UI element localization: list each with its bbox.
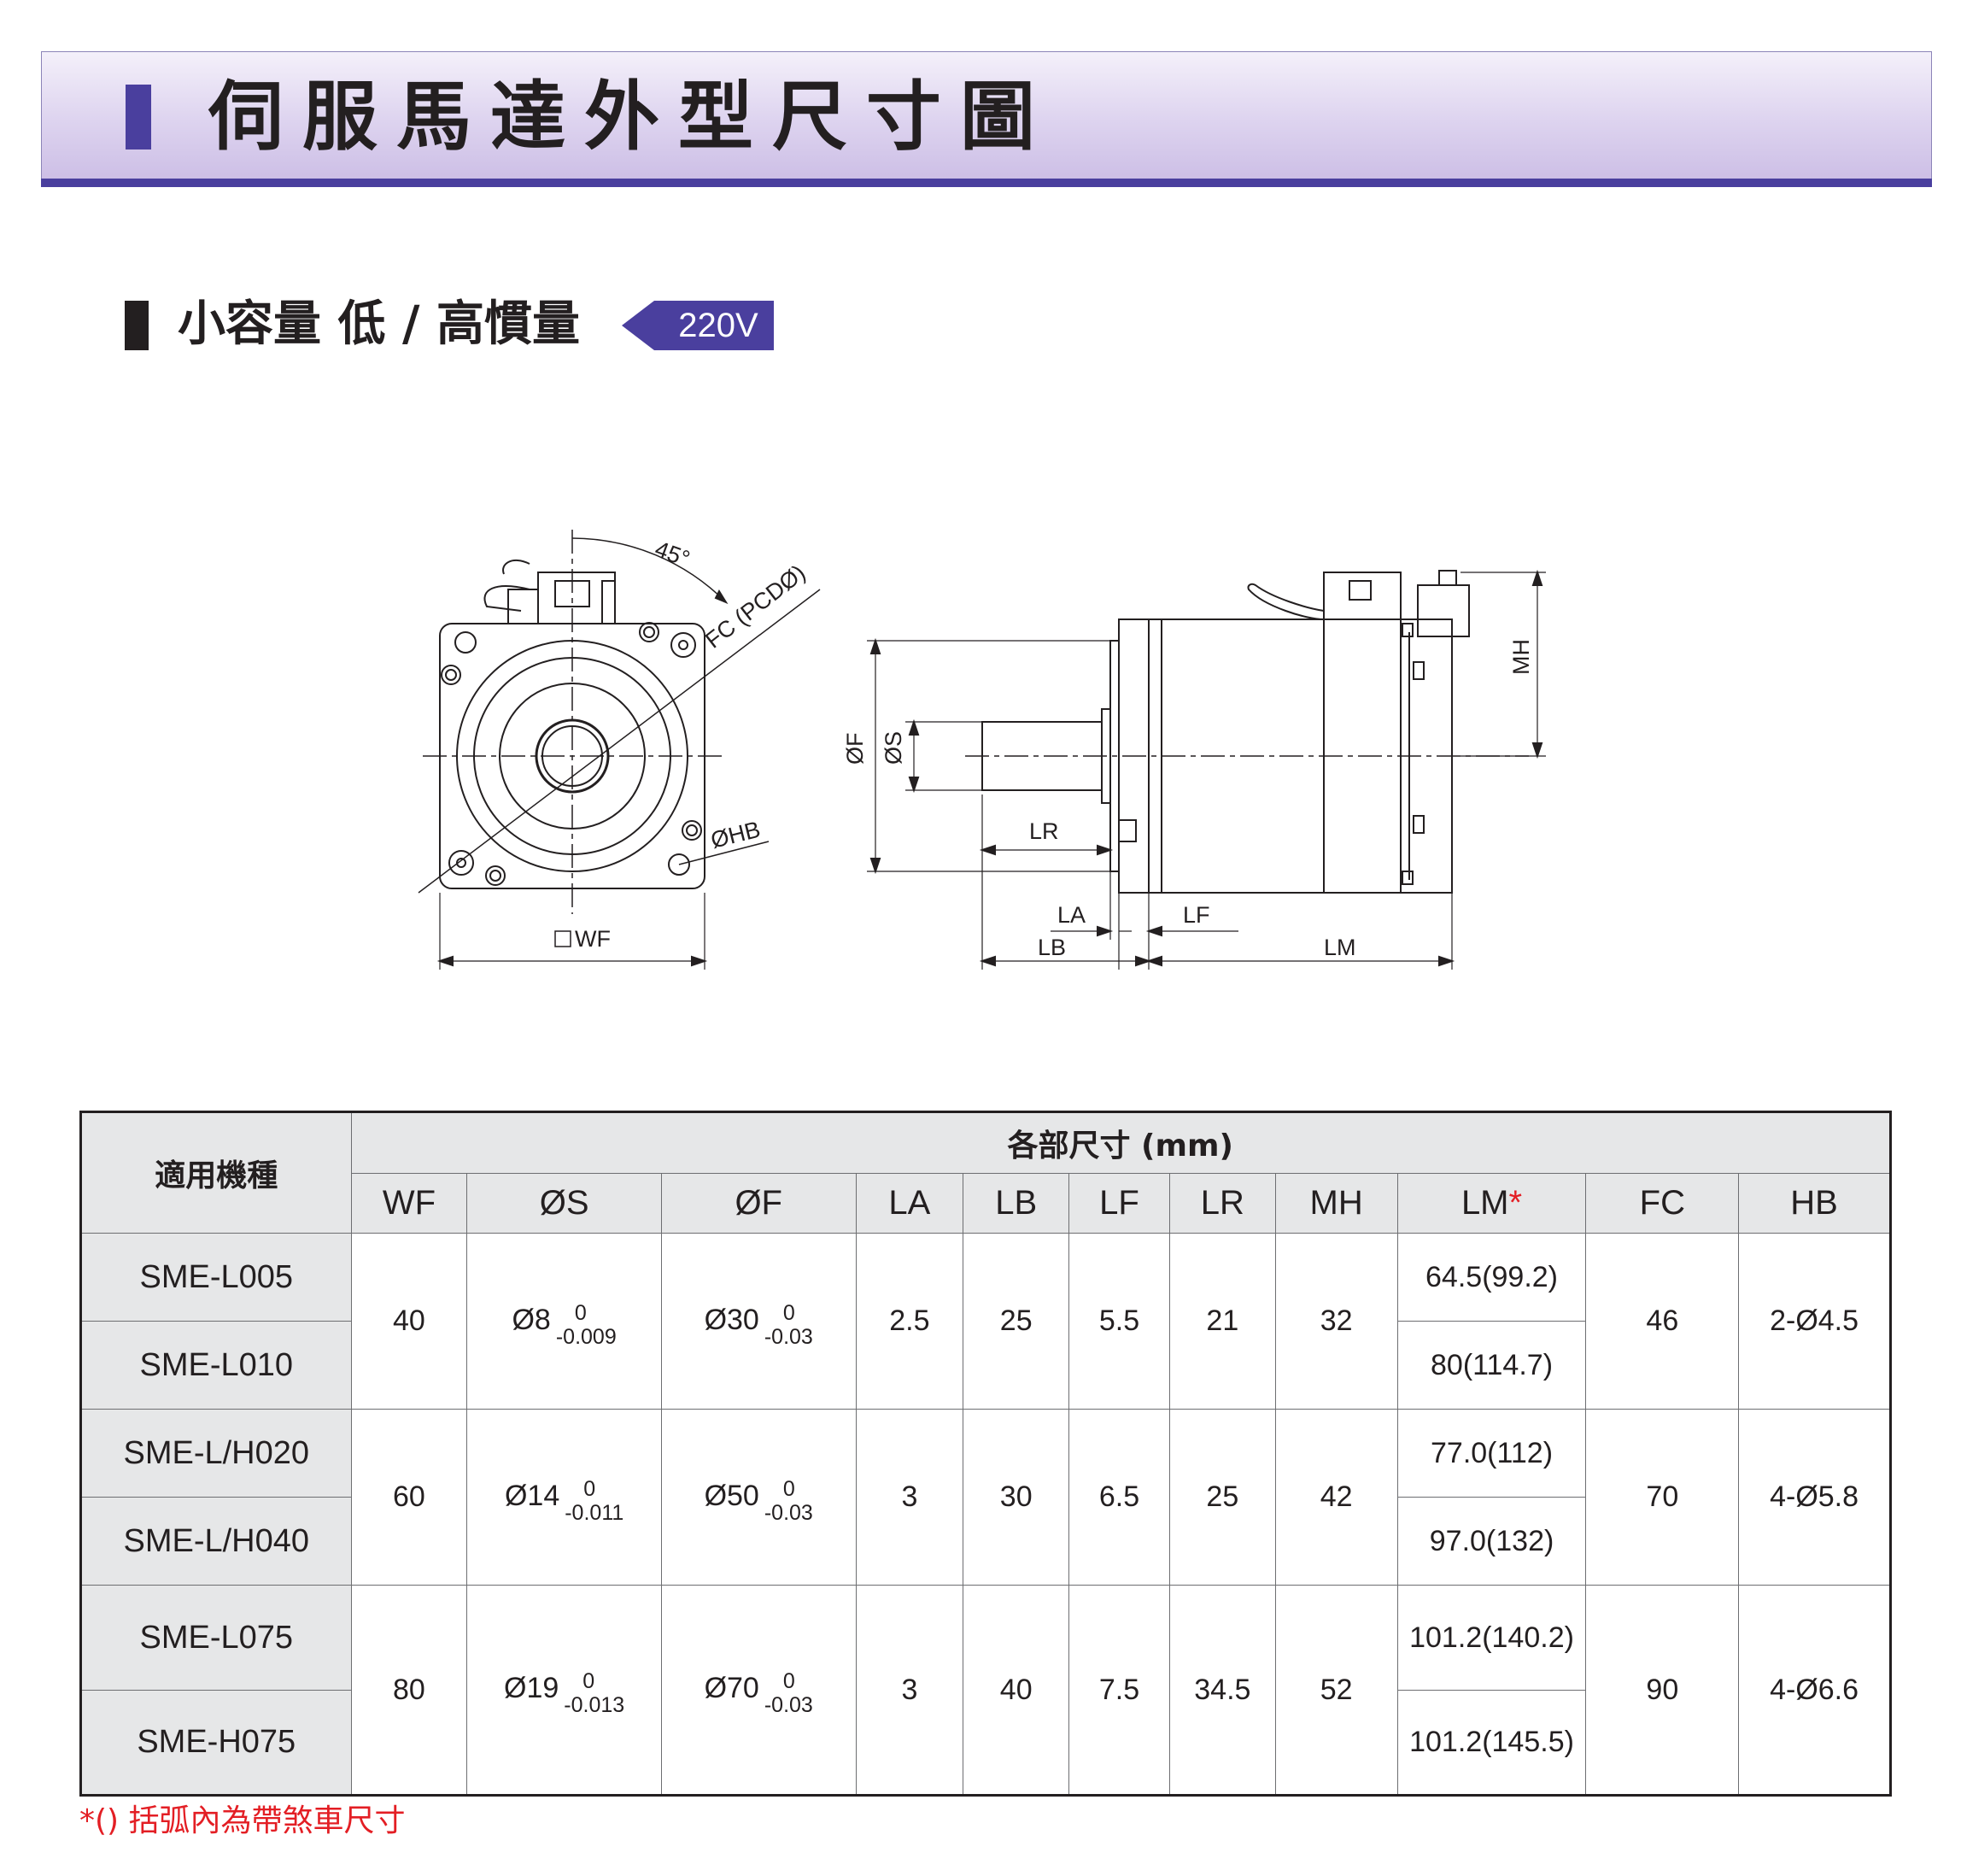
model-name: SME-L010	[80, 1321, 352, 1410]
col-header-f: ØF	[660, 1173, 857, 1234]
wf-value: 40	[350, 1233, 468, 1410]
wf-value: 60	[350, 1409, 468, 1586]
title-bar: 伺服馬達外型尺寸圖	[41, 51, 1932, 187]
side-view	[867, 569, 1546, 970]
fc-value: 70	[1585, 1409, 1740, 1586]
table-row: SME-L/H040 97.0(132)	[80, 1497, 1891, 1586]
col-header-la: LA	[855, 1173, 964, 1234]
table-row: SME-L010 80(114.7)	[80, 1321, 1891, 1410]
hb-value: 4-Ø6.6	[1738, 1585, 1891, 1796]
lm-label: LM	[1324, 935, 1356, 960]
section-marker	[125, 301, 149, 350]
lm-value: 77.0(112)	[1396, 1409, 1587, 1498]
lf-label: LF	[1183, 902, 1210, 928]
lm-value: 101.2(145.5)	[1396, 1690, 1587, 1796]
fc-value: 46	[1585, 1233, 1740, 1410]
f-label: ØF	[842, 733, 868, 765]
col-header-wf: WF	[350, 1173, 468, 1234]
voltage-label: 220V	[678, 307, 758, 344]
lf-value: 6.5	[1068, 1409, 1170, 1586]
model-name: SME-H075	[80, 1690, 352, 1796]
s-label: ØS	[881, 731, 906, 765]
lm-value: 97.0(132)	[1396, 1497, 1587, 1586]
hb-value: 4-Ø5.8	[1738, 1409, 1891, 1586]
la-value: 3	[855, 1585, 964, 1796]
mh-label: MH	[1508, 639, 1534, 675]
col-header-lf: LF	[1068, 1173, 1170, 1234]
voltage-badge: 220V	[622, 301, 774, 350]
title-marker	[126, 85, 151, 149]
section-title: 小容量 低 / 高慣量	[178, 296, 580, 352]
lm-value: 101.2(140.2)	[1396, 1585, 1587, 1691]
mh-value: 42	[1274, 1409, 1398, 1586]
model-header: 適用機種	[80, 1111, 352, 1234]
group-header: 各部尺寸 (mm)	[350, 1111, 1891, 1174]
hb-label: ØHB	[708, 817, 763, 853]
la-value: 2.5	[855, 1233, 964, 1410]
model-name: SME-L005	[80, 1233, 352, 1322]
motor-dimension-drawing: 45° FC (PCDØ) ØHB WF ØF ØS MH LR LA LF L…	[418, 530, 1546, 970]
lr-value: 34.5	[1168, 1585, 1276, 1796]
page-title: 伺服馬達外型尺寸圖	[208, 73, 1055, 161]
col-header-lm: LM*	[1396, 1173, 1587, 1234]
model-name: SME-L/H020	[80, 1409, 352, 1498]
fc-value: 90	[1585, 1585, 1740, 1796]
lr-value: 25	[1168, 1409, 1276, 1586]
lm-asterisk: *	[1508, 1184, 1523, 1222]
mh-value: 32	[1274, 1233, 1398, 1410]
lb-value: 25	[963, 1233, 1070, 1410]
col-header-fc: FC	[1585, 1173, 1740, 1234]
lb-label: LB	[1038, 935, 1066, 960]
col-header-s: ØS	[466, 1173, 662, 1234]
lb-value: 30	[963, 1409, 1070, 1586]
angle-label: 45°	[652, 536, 694, 572]
badge-shape	[622, 301, 774, 350]
table-row: SME-H075 101.2(145.5)	[80, 1690, 1891, 1796]
lr-label: LR	[1029, 818, 1059, 844]
footnote: *() 括弧內為帶煞車尺寸	[79, 1803, 406, 1838]
col-header-mh: MH	[1274, 1173, 1398, 1234]
lf-value: 7.5	[1068, 1585, 1170, 1796]
dimension-table: 適用機種 各部尺寸 (mm) WF ØS ØF LA LB LF LR MH L…	[79, 1111, 1892, 1797]
col-header-lb: LB	[963, 1173, 1070, 1234]
la-value: 3	[855, 1409, 964, 1586]
col-header-lr: LR	[1168, 1173, 1276, 1234]
lm-value: 64.5(99.2)	[1396, 1233, 1587, 1322]
col-header-hb: HB	[1738, 1173, 1891, 1234]
la-label: LA	[1057, 902, 1086, 928]
wf-label: WF	[575, 926, 611, 952]
hb-value: 2-Ø4.5	[1738, 1233, 1891, 1410]
lb-value: 40	[963, 1585, 1070, 1796]
fc-label: FC (PCDØ)	[700, 560, 810, 654]
wf-value: 80	[350, 1585, 468, 1796]
front-view	[418, 530, 821, 970]
model-name: SME-L/H040	[80, 1497, 352, 1586]
lf-value: 5.5	[1068, 1233, 1170, 1410]
lr-value: 21	[1168, 1233, 1276, 1410]
lm-value: 80(114.7)	[1396, 1321, 1587, 1410]
mh-value: 52	[1274, 1585, 1398, 1796]
model-name: SME-L075	[80, 1585, 352, 1691]
